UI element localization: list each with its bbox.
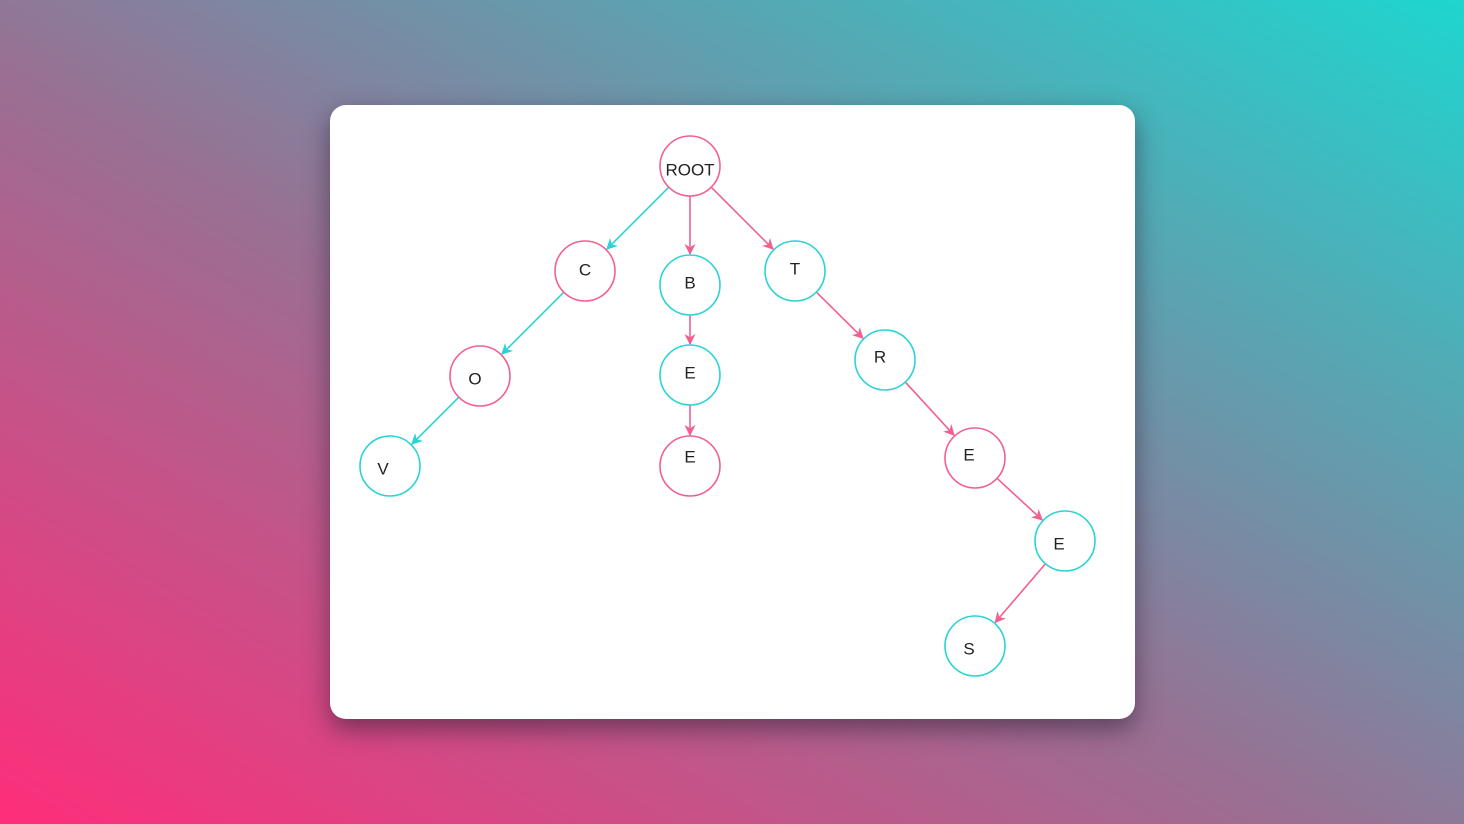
trie-node-v: V — [359, 435, 421, 497]
trie-node-e2: E — [659, 435, 721, 497]
trie-node-r: R — [854, 329, 916, 391]
node-circle-t — [764, 240, 826, 302]
node-circle-o — [449, 345, 511, 407]
node-label-o: O — [468, 369, 481, 388]
edge-layer — [411, 186, 1047, 624]
node-label-v: V — [377, 459, 389, 478]
edge-e3-to-e4 — [996, 477, 1044, 521]
edge-root-to-t — [710, 186, 774, 250]
trie-node-o: O — [449, 345, 511, 407]
trie-node-e4: E — [1034, 510, 1096, 572]
trie-node-t: T — [764, 240, 826, 302]
edge-o-to-v — [411, 396, 460, 445]
trie-diagram: ROOT C O V B E E T R E E S — [359, 135, 1096, 677]
edge-c-to-o — [501, 291, 565, 355]
node-circle-root — [659, 135, 721, 197]
node-label-b: B — [684, 273, 695, 292]
trie-node-root: ROOT — [659, 135, 721, 197]
node-label-e1: E — [684, 363, 695, 382]
node-circle-e4 — [1034, 510, 1096, 572]
edge-r-to-e3 — [904, 381, 955, 436]
trie-node-c: C — [554, 240, 616, 302]
node-label-e2: E — [684, 447, 695, 466]
trie-node-e3: E — [944, 427, 1006, 489]
node-label-root: ROOT — [665, 160, 714, 179]
node-label-e3: E — [963, 445, 974, 464]
edge-t-to-r — [815, 291, 864, 339]
node-label-e4: E — [1053, 534, 1064, 553]
node-label-s: S — [963, 639, 974, 658]
node-label-c: C — [579, 260, 591, 279]
node-circle-v — [359, 435, 421, 497]
node-circle-e1 — [659, 344, 721, 406]
edge-root-to-c — [606, 186, 670, 250]
edge-e4-to-s — [994, 563, 1047, 624]
node-circle-e2 — [659, 435, 721, 497]
node-circle-b — [659, 254, 721, 316]
node-circle-e3 — [944, 427, 1006, 489]
trie-node-e1: E — [659, 344, 721, 406]
node-label-t: T — [790, 259, 800, 278]
node-circle-c — [554, 240, 616, 302]
node-circle-r — [854, 329, 916, 391]
node-label-r: R — [874, 347, 886, 366]
node-circle-s — [944, 615, 1006, 677]
diagram-card: ROOT C O V B E E T R E E S — [330, 105, 1135, 719]
node-layer: ROOT C O V B E E T R E E S — [359, 135, 1096, 677]
trie-node-s: S — [944, 615, 1006, 677]
trie-node-b: B — [659, 254, 721, 316]
